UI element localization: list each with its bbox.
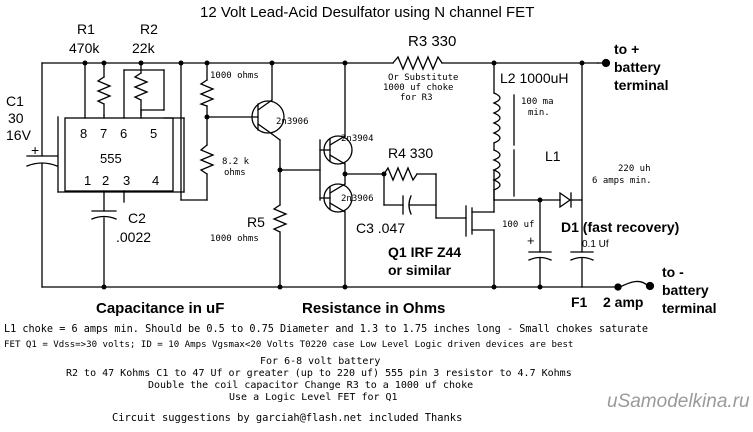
c1-capacitor xyxy=(26,62,58,288)
r2-resistor xyxy=(133,62,149,116)
l2-note-2: min. xyxy=(528,108,550,118)
note-credits: Circuit suggestions by garciah@flash.net… xyxy=(112,412,463,424)
q-top-transistor xyxy=(251,62,285,141)
ic-pin-2: 2 xyxy=(102,173,110,188)
legend-resistance: Resistance in Ohms xyxy=(302,300,446,317)
r-8k2 xyxy=(199,144,215,201)
q1-note: or similar xyxy=(388,262,452,278)
q-pnp-label: 2n3906 xyxy=(341,194,374,204)
r2-value: 22k xyxy=(132,40,155,56)
legend-capacitance: Capacitance in uF xyxy=(96,300,225,317)
ic-pin-3: 3 xyxy=(123,173,131,188)
d1-diode xyxy=(539,62,583,253)
cap-100uf-label: 100 uf xyxy=(502,220,535,230)
q1-fet xyxy=(465,169,495,288)
r1-resistor xyxy=(96,62,112,116)
r3-label: R3 330 xyxy=(408,33,457,50)
c2-value: .0022 xyxy=(116,229,152,245)
ic-555-body xyxy=(64,117,174,192)
c1-plus: + xyxy=(31,142,40,158)
f1-fuse xyxy=(614,280,655,291)
c3-label: C3 .047 xyxy=(356,220,406,236)
q-pair-transistors xyxy=(319,62,353,288)
note-coil-r3: Double the coil capacitor Change R3 to a… xyxy=(148,380,474,391)
q-top-label: 2n3906 xyxy=(276,117,309,127)
c3-capacitor xyxy=(383,173,437,219)
r1-name: R1 xyxy=(77,21,95,37)
battery-pos-label-3: terminal xyxy=(614,77,669,93)
battery-neg-label-1: to - xyxy=(662,264,684,280)
ic-label: 555 xyxy=(100,151,122,166)
r4-resistor xyxy=(383,166,437,182)
l2-inductor xyxy=(492,62,515,151)
r2-name: R2 xyxy=(140,21,158,37)
r5-value: 1000 ohms xyxy=(210,234,259,244)
r5-resistor xyxy=(272,139,288,288)
r3-resistor xyxy=(392,55,443,71)
cap-100uf xyxy=(528,199,552,288)
r-1000-ohms xyxy=(199,62,215,146)
r-8k2-unit: ohms xyxy=(224,168,246,178)
schematic-title: 12 Volt Lead-Acid Desulfator using N cha… xyxy=(200,4,535,21)
r3-note-2: 1000 uf choke xyxy=(383,83,454,93)
r-8k2-value: 8.2 k xyxy=(222,157,250,167)
cap-01uf-label: 0.1 Uf xyxy=(582,239,609,250)
l1-note-1: 220 uh xyxy=(618,164,651,174)
ic-pin-8: 8 xyxy=(80,126,88,141)
q1-label: Q1 IRF Z44 xyxy=(388,244,462,260)
c2-name: C2 xyxy=(128,210,146,226)
r-1000-label: 1000 ohms xyxy=(210,71,259,81)
note-r2-c1: R2 to 47 Kohms C1 to 47 Uf or greater (u… xyxy=(66,368,572,379)
f1-value: 2 amp xyxy=(603,294,644,310)
q-npn-label: 2n3904 xyxy=(341,134,374,144)
note-6-8v: For 6-8 volt battery xyxy=(260,356,381,367)
l1-label: L1 xyxy=(545,148,561,164)
d1-label: D1 (fast recovery) xyxy=(561,219,680,235)
c2-capacitor xyxy=(91,190,117,288)
c1-value-voltage: 16V xyxy=(6,127,31,143)
ic-pin-1: 1 xyxy=(84,173,92,188)
note-fet-q1: FET Q1 = Vdss=>30 volts; ID = 10 Amps Vg… xyxy=(4,340,574,350)
r4-label: R4 330 xyxy=(388,145,434,161)
battery-neg-label-2: battery xyxy=(662,282,709,298)
l1-inductor xyxy=(492,149,515,197)
r5-name: R5 xyxy=(247,214,265,230)
f1-name: F1 xyxy=(571,294,588,310)
note-l1-choke: L1 choke = 6 amps min. Should be 0.5 to … xyxy=(4,324,649,335)
ic-pin-6: 6 xyxy=(120,126,128,141)
ic-pin-4: 4 xyxy=(152,173,160,188)
battery-neg-label-3: terminal xyxy=(662,300,717,316)
cap-100uf-plus: + xyxy=(527,233,535,248)
r3-note-1: Or Substitute xyxy=(388,73,459,83)
l2-label: L2 1000uH xyxy=(500,70,569,86)
battery-pos-label-2: battery xyxy=(614,59,661,75)
battery-pos-terminal xyxy=(601,58,611,68)
r1-value: 470k xyxy=(69,40,100,56)
watermark: uSamodelkina.ru xyxy=(607,391,750,412)
l2-note-1: 100 ma xyxy=(521,97,554,107)
c1-name: C1 xyxy=(6,93,24,109)
ic-pin-5: 5 xyxy=(150,126,158,141)
battery-neg-terminal xyxy=(645,281,655,291)
r3-note-3: for R3 xyxy=(400,93,433,103)
note-logic-fet: Use a Logic Level FET for Q1 xyxy=(229,392,398,403)
battery-pos-label-1: to + xyxy=(614,41,640,57)
cap-01uf xyxy=(570,251,594,288)
ic-pin-7: 7 xyxy=(100,126,108,141)
c1-value-cap: 30 xyxy=(8,110,24,126)
l1-note-2: 6 amps min. xyxy=(592,176,652,186)
